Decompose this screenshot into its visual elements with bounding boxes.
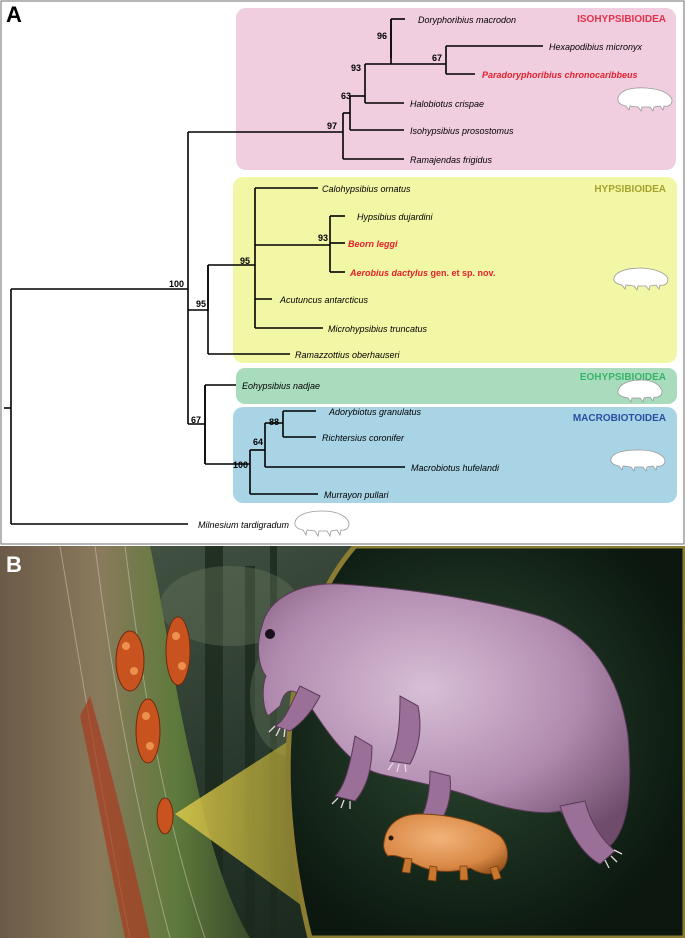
tree-branches-connect [188,265,209,464]
tardigrade-silhouette-icon [613,267,669,291]
tardigrade-eye [265,629,275,639]
tardigrade-illustration [0,546,685,938]
tree-branches [4,18,543,525]
clade-box-eohypsibioidea [236,368,677,404]
taxon-label: Acutuncus antarcticus [279,295,369,305]
phylogeny-panel: ISOHYPSIBIOIDEA HYPSIBIOIDEA EOHYPSIBIOI… [0,0,685,545]
taxon-label: Murrayon pullari [324,490,390,500]
tardigrade-silhouette-icon [610,449,666,472]
taxon-name-aerobius: Aerobius dactylus [349,268,428,278]
clade-box-isohypsibioidea [236,8,676,170]
support-value: 96 [377,31,387,41]
taxon-label: Macrobiotus hufelandi [411,463,500,473]
taxon-label: Doryphoribius macrodon [418,15,516,25]
taxon-label: Milnesium tardigradum [198,520,290,530]
taxon-label: Microhypsibius truncatus [328,324,428,334]
clade-label-eohypsibioidea: EOHYPSIBIOIDEA [580,372,666,383]
taxon-label: Isohypsibius prosostomus [410,126,514,136]
taxon-label: Adorybiotus granulatus [328,407,422,417]
taxon-suffix: gen. et sp. nov. [428,268,495,278]
phylogenetic-tree: ISOHYPSIBIOIDEA HYPSIBIOIDEA EOHYPSIBIOI… [0,0,685,545]
taxon-label: Calohypsibius ornatus [322,184,411,194]
panel-letter-b: B [6,552,22,577]
clade-label-hypsibioidea: HYPSIBIOIDEA [594,184,666,195]
clade-box-macrobiotoidea [233,407,677,503]
taxon-label: Hexapodibius micronyx [549,42,643,52]
clade-label-isohypsibioidea: ISOHYPSIBIOIDEA [577,14,666,25]
support-value: 100 [169,279,184,289]
taxon-label-new: Paradoryphoribius chronocaribbeus [482,70,638,80]
support-value: 67 [432,53,442,63]
support-value: 88 [269,417,279,427]
tardigrade-silhouette-icon [294,510,350,538]
taxon-label: Hypsibius dujardini [357,212,434,222]
pink-tardigrade [258,583,631,869]
orange-tardigrade [383,813,508,882]
moss-red-patch [80,696,150,938]
support-value: 67 [191,415,201,425]
tardigrade-silhouette-icon [617,379,663,403]
taxon-label: Ramajendas frigidus [410,155,493,165]
support-value: 95 [240,256,250,266]
taxon-label: Richtersius coronifer [322,433,405,443]
panel-letter-a: A [6,2,22,27]
support-values: 96 67 93 63 97 93 95 95 100 67 88 64 100 [169,31,442,470]
taxon-label: Halobiotus crispae [410,99,484,109]
tardigrade-claws [268,725,623,869]
tardigrade-silhouette-icon [617,87,673,112]
clade-label-macrobiotoidea: MACROBIOTOIDEA [573,413,666,424]
taxon-label-new: Beorn leggi [348,239,398,249]
taxon-labels: Doryphoribius macrodon Hexapodibius micr… [198,15,643,530]
taxon-label: Eohypsibius nadjae [242,381,320,391]
support-value: 97 [327,121,337,131]
tardigrade-silhouettes [294,87,673,538]
illustration-panel: B [0,546,685,938]
taxon-label: Ramazzottius oberhauseri [295,350,401,360]
support-value: 93 [318,233,328,243]
clade-box-hypsibioidea [233,177,677,363]
support-value: 93 [351,63,361,73]
tree-trunk [0,546,250,938]
support-value: 100 [233,460,248,470]
moss-highlights [122,632,186,750]
tardigrade-eye [388,835,394,841]
taxon-label-new: Aerobius dactylus gen. et sp. nov. [349,268,495,278]
support-value: 64 [253,437,263,447]
support-value: 95 [196,299,206,309]
support-value: 63 [341,91,351,101]
